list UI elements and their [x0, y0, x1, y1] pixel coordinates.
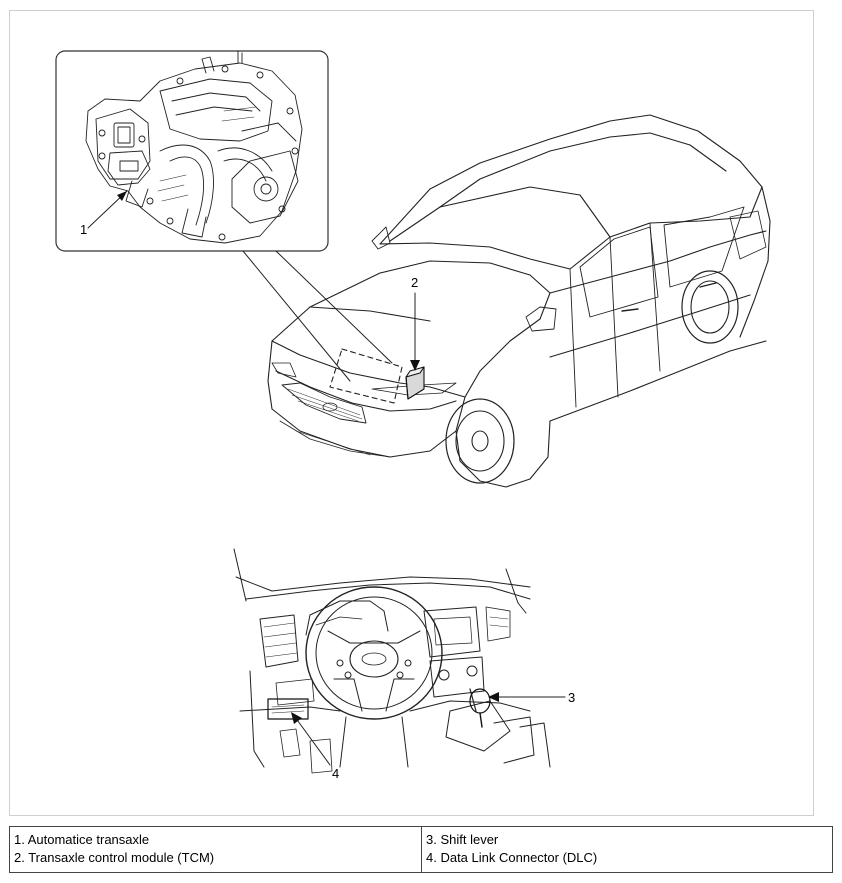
dashboard-illustration [233, 548, 551, 774]
callout-1-label: 1 [80, 222, 87, 237]
legend-item-1: 1. Automatice transaxle [14, 832, 150, 847]
car-illustration [267, 114, 771, 488]
inset-pointer-right [275, 250, 393, 364]
transaxle-location-box [329, 348, 403, 404]
callout-3-label: 3 [568, 690, 575, 705]
inset-pointer-left [242, 250, 351, 382]
transaxle-illustration [85, 50, 303, 244]
callout-4-label: 4 [332, 766, 339, 781]
diagram-frame: 1 [9, 10, 814, 816]
tcm-module [405, 366, 425, 400]
legend-item-2: 2. Transaxle control module (TCM) [14, 850, 215, 865]
callout-4-leader [294, 716, 331, 766]
dlc-highlight [267, 698, 309, 720]
callout-2-label: 2 [411, 275, 418, 290]
legend-table: 1. Automatice transaxle 2. Transaxle con… [9, 826, 833, 873]
legend-item-4: 4. Data Link Connector (DLC) [426, 850, 598, 865]
component-location-diagram: 1 [55, 50, 771, 781]
transaxle-inset: 1 [55, 50, 329, 252]
legend-column-left: 1. Automatice transaxle 2. Transaxle con… [10, 827, 421, 872]
legend-column-right: 3. Shift lever 4. Data Link Connector (D… [421, 827, 832, 872]
legend-item-3: 3. Shift lever [426, 832, 499, 847]
